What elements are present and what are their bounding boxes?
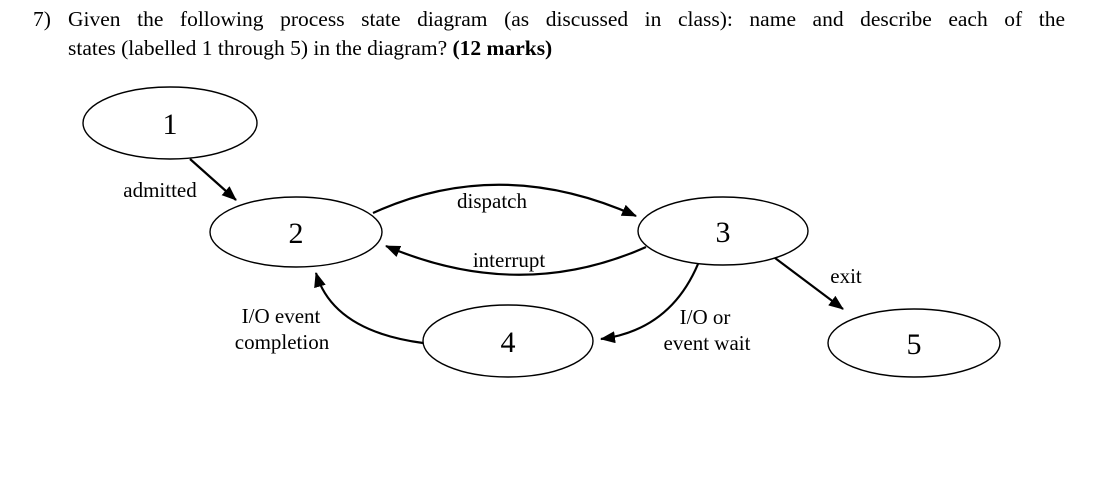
transition-interrupt-arrow <box>385 244 647 276</box>
state-4-label: 4 <box>501 326 516 359</box>
state-3-label: 3 <box>716 216 731 249</box>
question-text-line2-main: states (labelled 1 through 5) in the dia… <box>68 35 448 60</box>
transition-io-wait-label-line1: I/O or <box>680 305 731 329</box>
question-text: Given the following process state diagra… <box>68 5 1065 62</box>
transition-admitted-label: admitted <box>123 178 197 202</box>
state-1-label: 1 <box>163 108 178 141</box>
question-number: 7) <box>33 7 51 31</box>
transition-io-wait-arrow <box>600 263 700 344</box>
transition-admitted-arrow <box>189 158 237 201</box>
question-marks: (12 marks) <box>452 35 553 60</box>
transition-exit-label: exit <box>830 264 862 288</box>
state-2-label: 2 <box>289 217 304 250</box>
question-block: 7) Given the following process state dia… <box>33 5 1065 62</box>
transition-io-completion-label-line2: completion <box>235 330 330 354</box>
transition-io-completion-label-line1: I/O event <box>242 304 321 328</box>
transition-io-completion-arrow <box>314 272 424 345</box>
state-3-ellipse <box>637 196 809 266</box>
transition-dispatch-arrow <box>372 183 637 218</box>
transition-dispatch-label: dispatch <box>457 189 527 213</box>
question-text-line1: Given the following process state diagra… <box>68 7 1065 31</box>
transition-exit-arrow <box>774 257 844 310</box>
state-2-ellipse <box>209 196 383 268</box>
state-5-label: 5 <box>907 328 922 361</box>
question-text-line2: states (labelled 1 through 5) in the dia… <box>68 34 1065 63</box>
state-4-ellipse <box>422 304 594 378</box>
transition-interrupt-label: interrupt <box>473 248 545 272</box>
state-1-ellipse <box>82 86 258 160</box>
state-5-ellipse <box>827 308 1001 378</box>
transition-io-wait-label-line2: event wait <box>664 331 751 355</box>
